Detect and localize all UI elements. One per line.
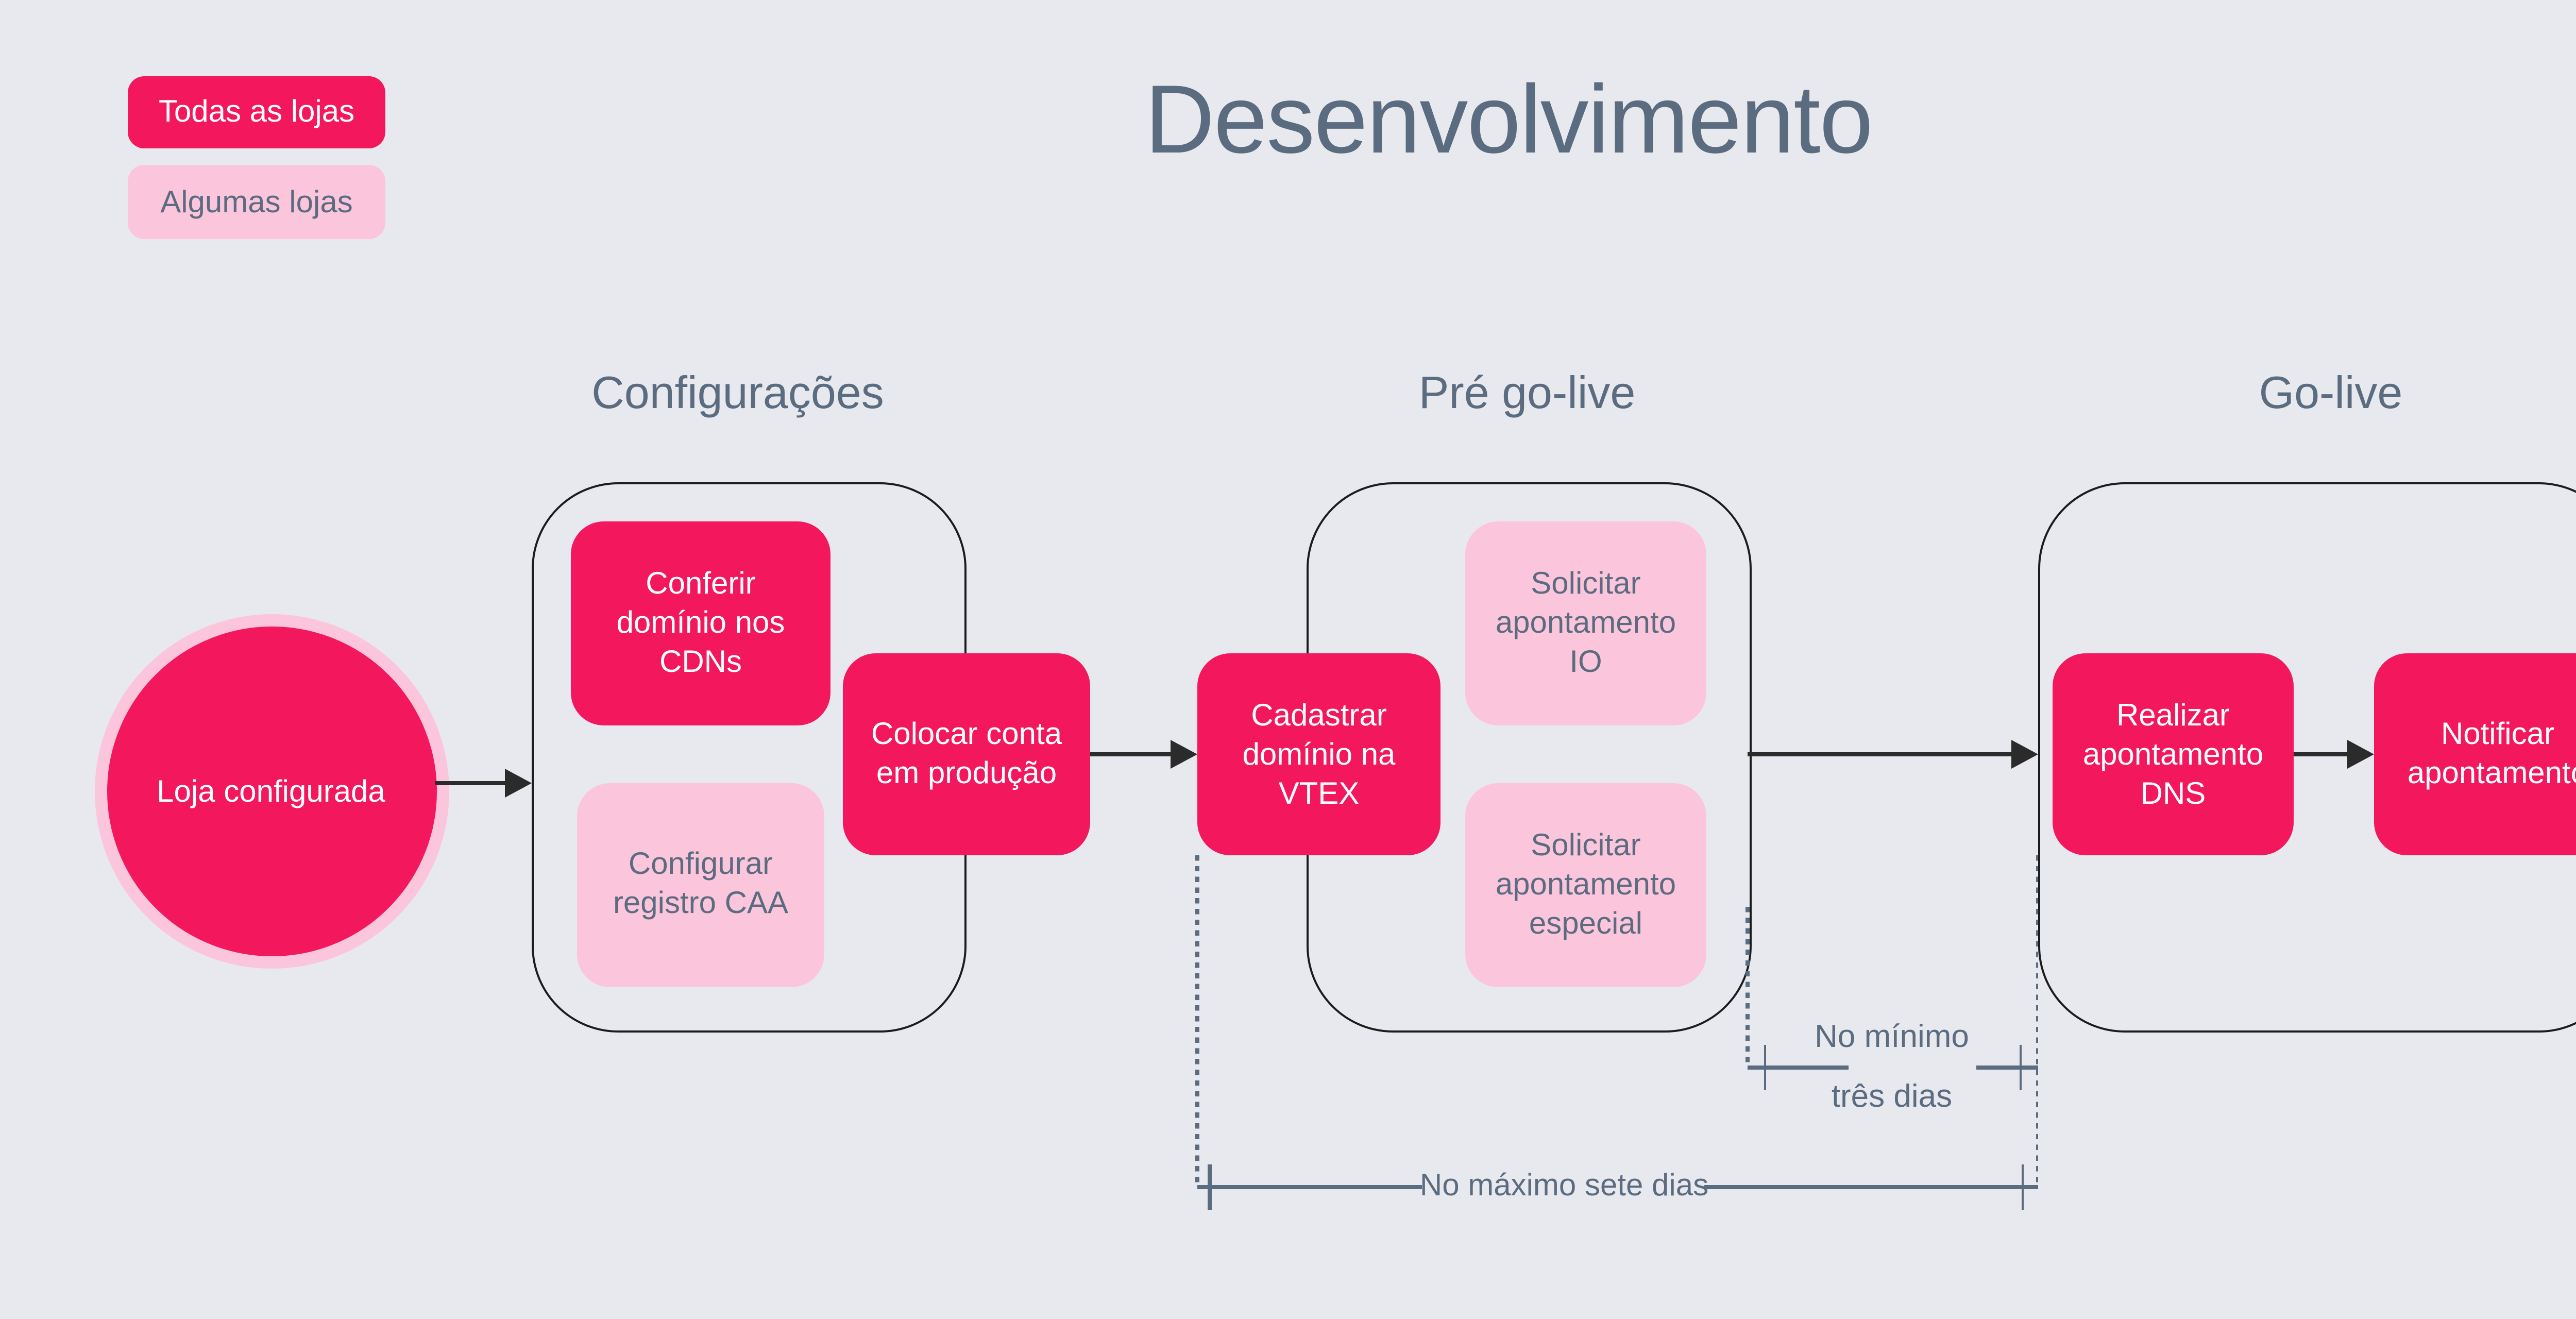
max-bracket-left-tick [1208, 1163, 1211, 1209]
phase-label-configuracoes: Configurações [591, 367, 884, 418]
arrow-line-start-to-configuracoes [435, 781, 505, 786]
min-bracket-left-segment [1748, 1066, 1849, 1070]
max-bracket-left-segment [1197, 1184, 1422, 1189]
min-bracket-left-tick [1763, 1045, 1767, 1090]
node-notificar: Notificar apontamento [2374, 653, 2576, 855]
legend-some-stores-label: Algumas lojas [160, 184, 353, 219]
node-notificar-label: Notificar apontamento [2407, 717, 2576, 791]
node-conferir-dominio-label: Conferir domínio nos CDNs [616, 566, 785, 679]
dashed-line-cadastrar [1195, 855, 1199, 1185]
node-colocar-conta: Colocar conta em produção [843, 653, 1090, 855]
phase-label-pre-golive: Pré go-live [1418, 367, 1636, 418]
node-cadastrar-dominio-label: Cadastrar domínio na VTEX [1242, 698, 1396, 811]
arrow-head-start-to-configuracoes [505, 769, 532, 798]
phase-label-golive: Go-live [2259, 367, 2403, 418]
arrow-head-pre-to-golive [2011, 740, 2038, 769]
node-loja-configurada-label: Loja configurada [157, 774, 385, 809]
annotation-max-days: No máximo sete dias [1419, 1169, 1709, 1204]
max-bracket-right-tick [2021, 1163, 2024, 1209]
title-development: Desenvolvimento [1144, 64, 1873, 173]
legend-some-stores: Algumas lojas [128, 165, 385, 239]
arrow-line-pre-to-golive [1748, 752, 2011, 757]
node-realizar-dns-label: Realizar apontamento DNS [2082, 698, 2264, 811]
node-configurar-registro: Configurar registro CAA [577, 783, 824, 986]
arrow-head-colocar-to-cadastrar [1171, 740, 1197, 769]
node-solicitar-io-label: Solicitar apontamento IO [1495, 566, 1676, 679]
node-configurar-registro-label: Configurar registro CAA [613, 848, 789, 922]
node-realizar-dns: Realizar apontamento DNS [2053, 653, 2294, 855]
max-bracket-right-segment [1704, 1184, 2037, 1189]
arrow-line-dns-to-notificar [2294, 752, 2347, 757]
annotation-min-days: No mínimo três dias [1815, 1020, 1969, 1115]
min-bracket-right-tick [2019, 1045, 2022, 1090]
legend-all-stores-label: Todas as lojas [158, 95, 355, 130]
arrow-line-colocar-to-cadastrar [1090, 752, 1171, 757]
node-solicitar-especial-label: Solicitar apontamento especial [1495, 828, 1676, 941]
node-cadastrar-dominio: Cadastrar domínio na VTEX [1197, 653, 1440, 855]
min-bracket-right-segment [1976, 1066, 2037, 1070]
node-solicitar-especial: Solicitar apontamento especial [1465, 783, 1706, 986]
legend-all-stores: Todas as lojas [128, 76, 385, 148]
container-golive [2038, 481, 2576, 1031]
dashed-line-pre-right [1745, 907, 1750, 1068]
node-colocar-conta-label: Colocar conta em produção [871, 717, 1062, 791]
node-loja-configurada: Loja configurada [94, 614, 448, 969]
arrow-head-dns-to-notificar [2347, 740, 2374, 769]
dashed-line-golive-left [2035, 855, 2039, 1186]
node-solicitar-io: Solicitar apontamento IO [1465, 520, 1706, 724]
node-conferir-dominio: Conferir domínio nos CDNs [571, 520, 831, 724]
